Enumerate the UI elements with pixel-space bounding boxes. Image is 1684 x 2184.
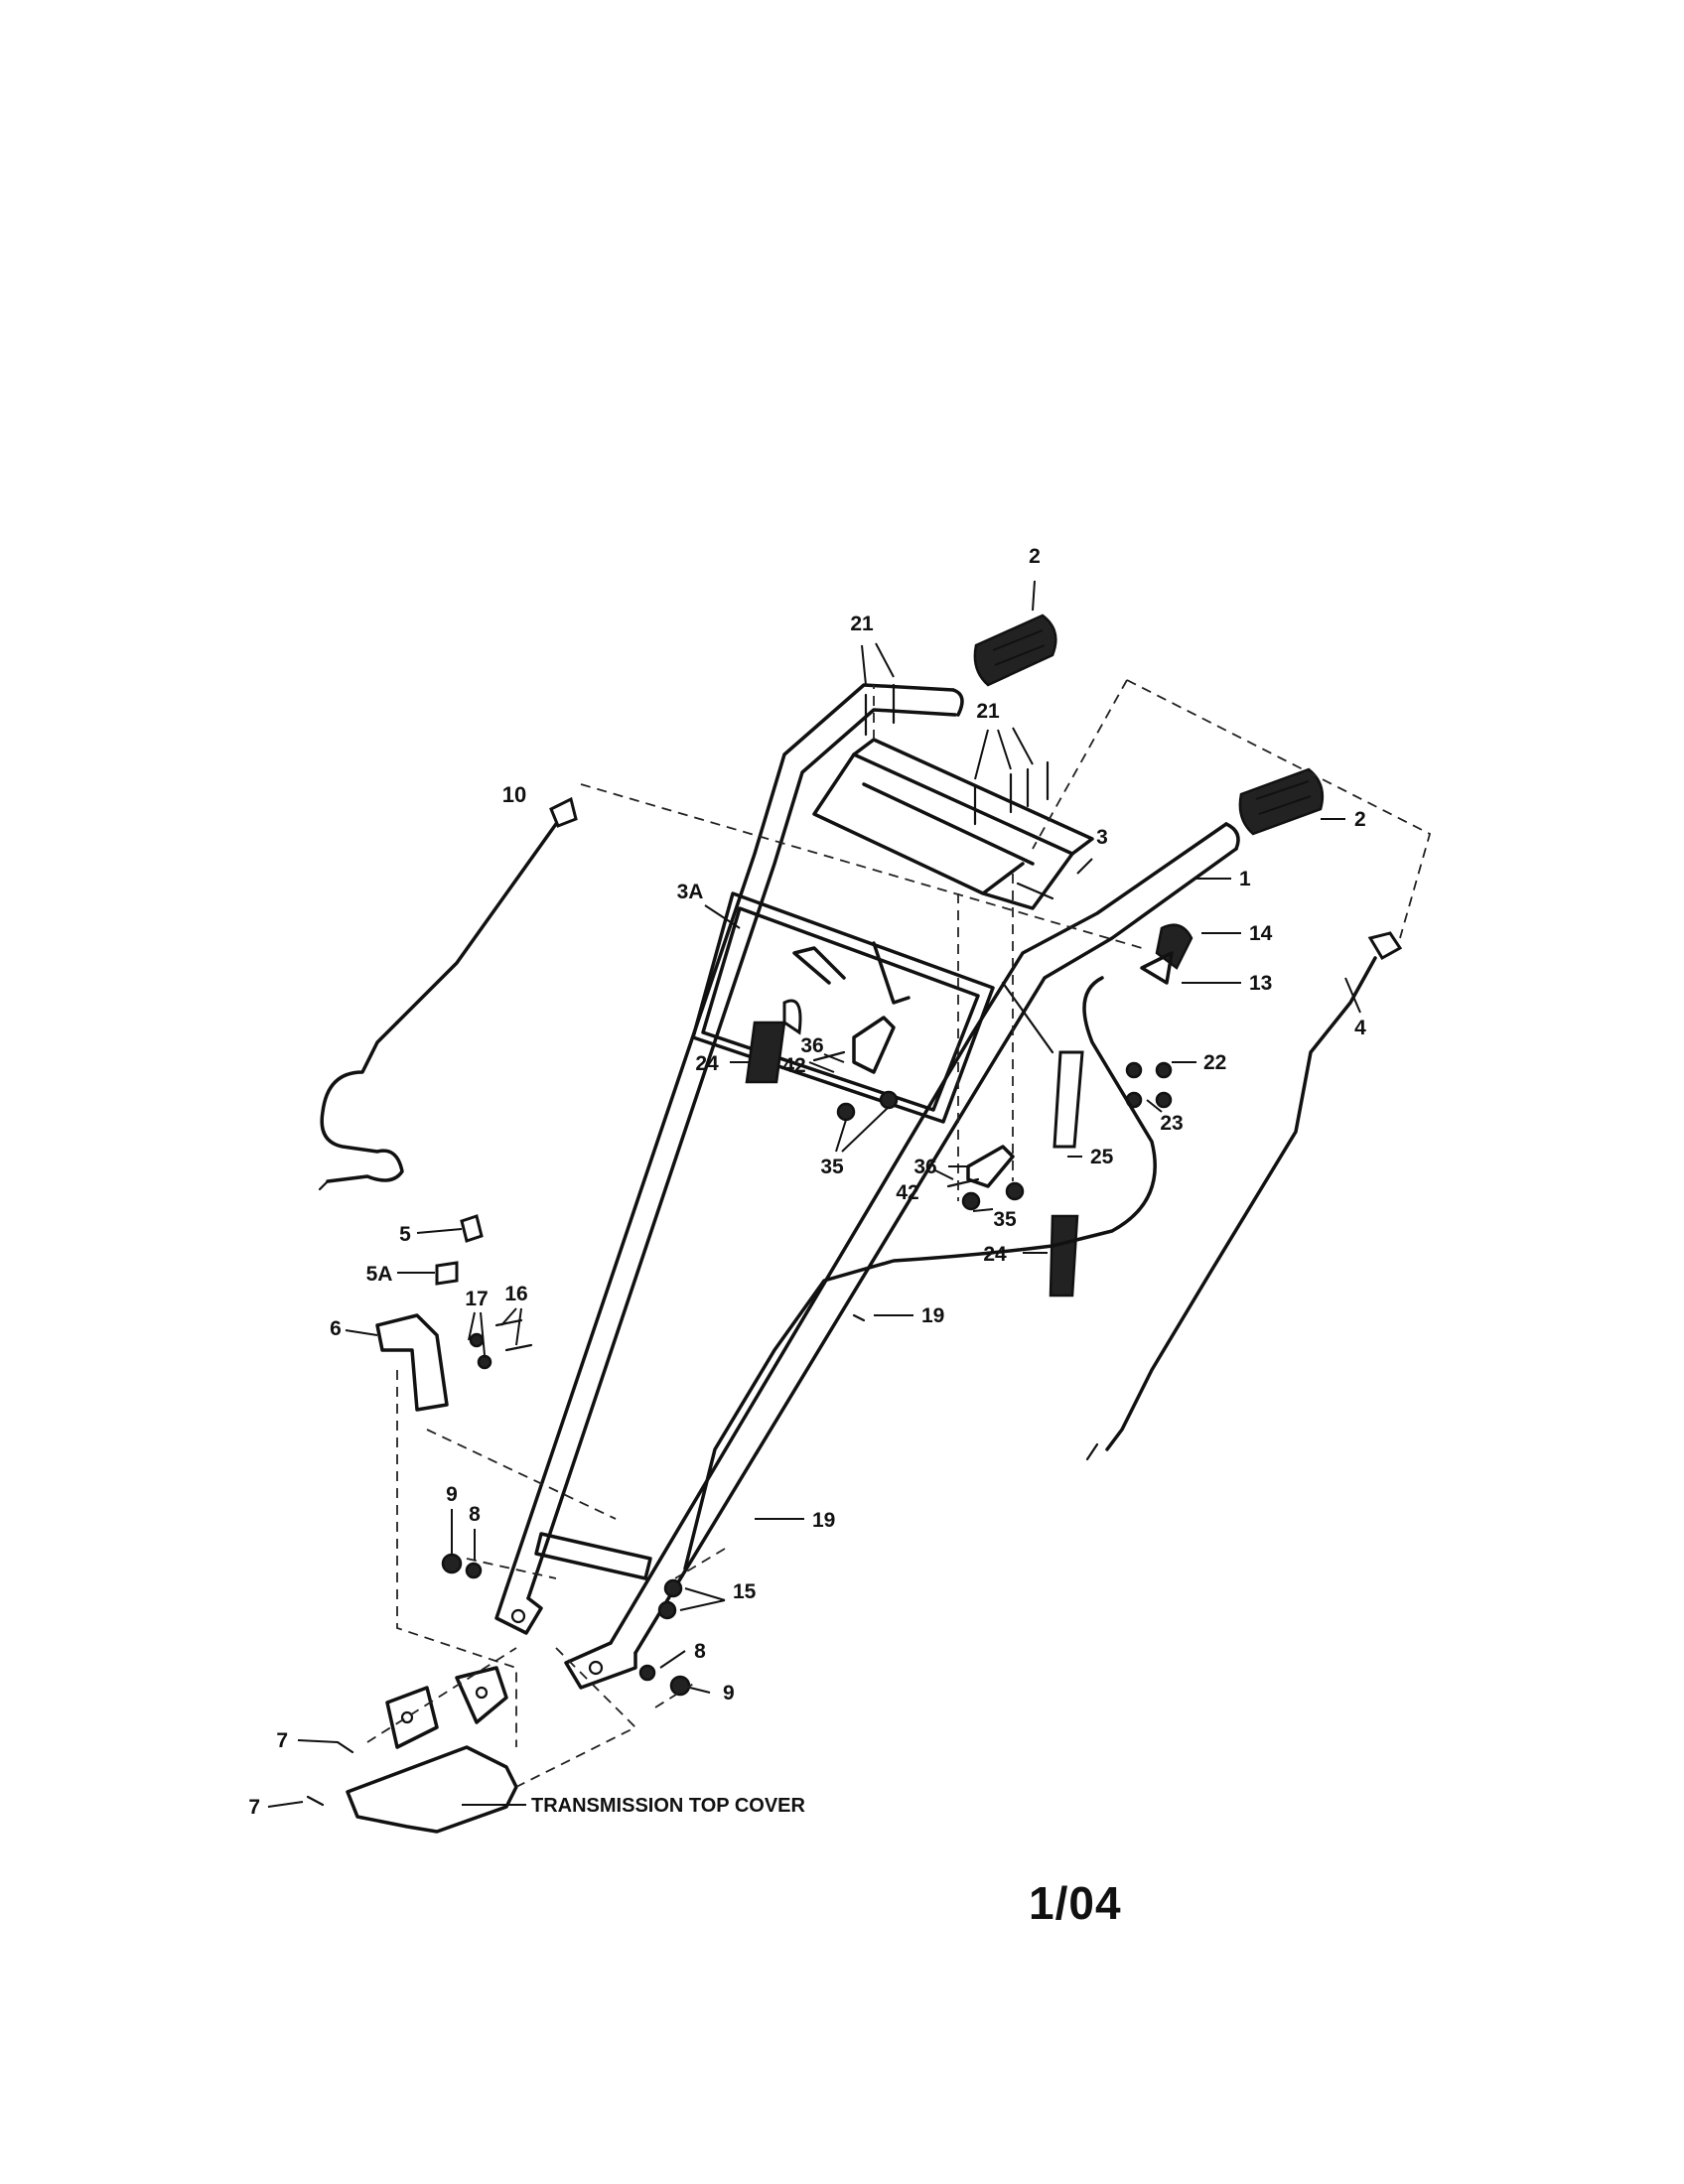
console-tray (812, 738, 1094, 910)
callout-14: 14 (1249, 922, 1273, 945)
callout-19-upper: 19 (921, 1304, 944, 1327)
callout-13: 13 (1249, 972, 1272, 995)
callout-3a: 3A (677, 881, 704, 903)
callout-22: 22 (1203, 1051, 1226, 1074)
handlebar-frame (494, 683, 1240, 1690)
callout-5a: 5A (366, 1263, 393, 1286)
lever-25 (1001, 981, 1084, 1149)
control-panel-bracket (691, 891, 995, 1124)
lever-24-right (1049, 1214, 1079, 1297)
callout-24-right: 24 (983, 1243, 1007, 1266)
cable-10 (318, 796, 578, 1191)
transmission-top-cover (306, 1666, 518, 1834)
callout-9-upper: 9 (446, 1483, 458, 1506)
hardware-bolts-21 (864, 683, 1050, 826)
callout-6: 6 (330, 1317, 342, 1340)
callout-10: 10 (502, 782, 526, 807)
callout-21-left: 21 (850, 613, 874, 635)
callout-labels: 2 2 21 21 10 3 1 3A 14 13 4 22 23 36 42 … (248, 545, 1366, 1819)
throttle-control (1140, 923, 1193, 985)
callout-8-lower: 8 (694, 1640, 706, 1663)
callout-23: 23 (1160, 1112, 1183, 1135)
callout-3: 3 (1096, 826, 1108, 849)
callout-9-lower: 9 (723, 1682, 735, 1705)
handle-grip-upper (973, 614, 1057, 687)
bracket-36-right (946, 1145, 1015, 1188)
callout-15: 15 (733, 1580, 757, 1603)
callout-19-lower: 19 (812, 1509, 835, 1532)
callout-42-left: 42 (782, 1054, 805, 1077)
callout-21-right: 21 (976, 700, 1000, 723)
callout-4: 4 (1354, 1017, 1366, 1039)
page-code: 1/04 (1029, 1877, 1122, 1929)
cable-19 (683, 976, 1157, 1570)
callout-5: 5 (399, 1223, 411, 1246)
callout-25: 25 (1090, 1146, 1114, 1168)
callout-36-left: 36 (800, 1034, 823, 1057)
transmission-top-cover-label: TRANSMISSION TOP COVER (531, 1795, 806, 1817)
hardware-nuts (836, 1061, 1173, 1211)
handle-grip-lower (1238, 767, 1325, 836)
bracket-36-left (812, 1016, 896, 1074)
assembly-guide-lines (366, 679, 1432, 1788)
callout-7-upper: 7 (276, 1729, 288, 1752)
callout-24-left: 24 (695, 1052, 719, 1075)
callout-17: 17 (465, 1288, 488, 1310)
cable-4 (1085, 931, 1403, 1461)
leader-lines (267, 580, 1361, 1808)
callout-35-left: 35 (820, 1156, 844, 1178)
callout-35-right: 35 (993, 1208, 1017, 1231)
callout-2-upper: 2 (1029, 545, 1041, 568)
callout-1: 1 (1239, 868, 1251, 890)
washers-nuts (441, 1553, 691, 1697)
callout-8-upper: 8 (469, 1503, 481, 1526)
callout-7-lower: 7 (248, 1796, 260, 1819)
callout-42-right: 42 (896, 1181, 918, 1204)
callout-36-right: 36 (913, 1156, 936, 1178)
mounting-bracket-6 (375, 1214, 533, 1412)
callout-16: 16 (504, 1283, 527, 1305)
callout-2-lower: 2 (1354, 808, 1366, 831)
